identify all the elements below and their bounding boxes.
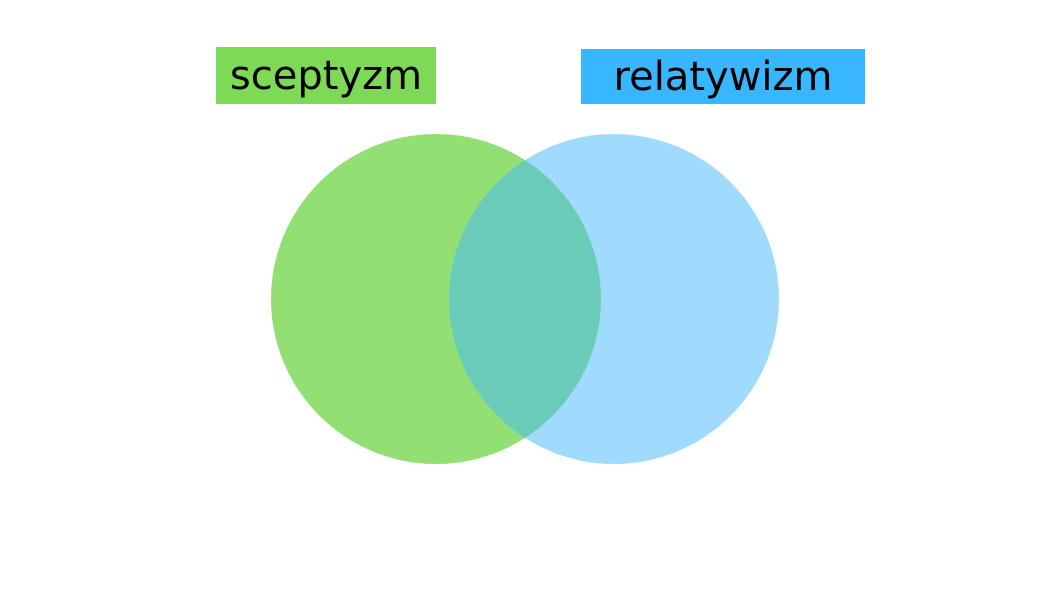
label-sceptyzm: sceptyzm (216, 47, 436, 104)
label-relatywizm: relatywizm (581, 49, 865, 104)
circle-overlap (449, 134, 601, 464)
